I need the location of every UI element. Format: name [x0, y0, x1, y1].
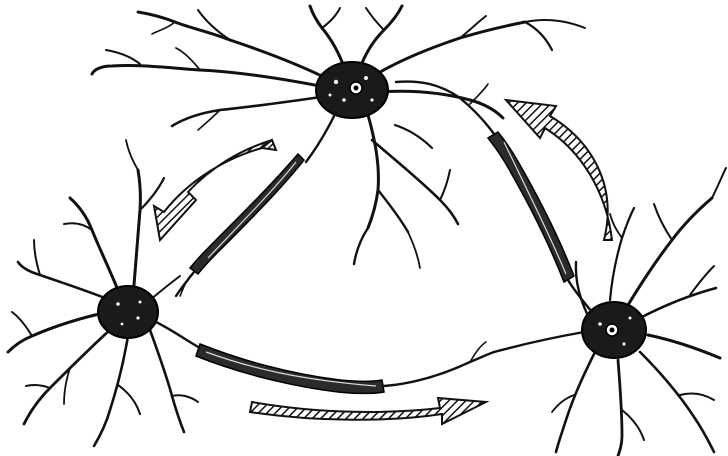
soma-left [98, 286, 158, 338]
signal-arrow-left-to-right [250, 398, 486, 424]
axon-right-to-top [396, 82, 592, 312]
axon-top-to-left [176, 112, 336, 296]
axon-left-to-right [156, 322, 584, 394]
signal-arrow-top-to-left [154, 140, 276, 240]
dendrites-left [8, 140, 198, 446]
myelin-sheath-left-right [196, 344, 384, 394]
neuron-left [8, 140, 198, 446]
myelin-sheath-right-top [488, 132, 574, 282]
neuron-right [552, 168, 726, 456]
